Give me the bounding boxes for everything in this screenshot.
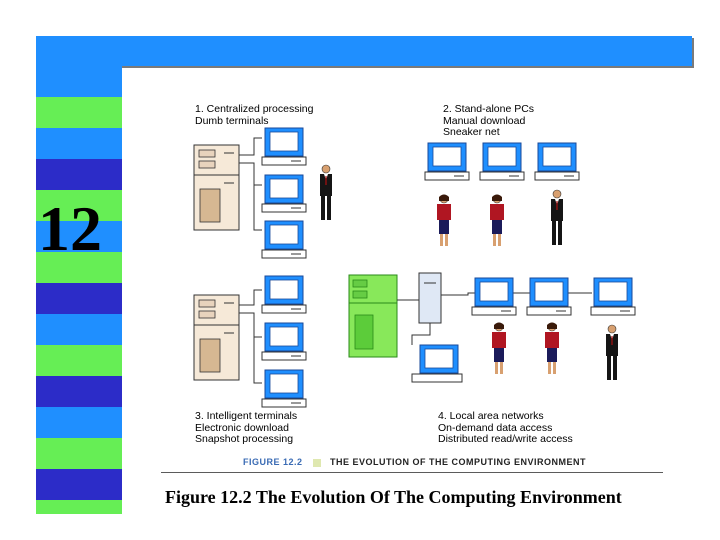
- panel1-line2: Dumb terminals: [195, 114, 269, 127]
- panel3-line2: Electronic download: [195, 421, 289, 434]
- panel1-line1: 1. Centralized processing: [195, 103, 314, 115]
- figure-number-label: FIGURE 12.2: [243, 457, 303, 467]
- panel2-line1: 2. Stand-alone PCs: [443, 103, 535, 115]
- panel3-line3: Snapshot processing: [195, 433, 294, 445]
- panel4-line1: 4. Local area networks: [438, 410, 544, 422]
- panel3-line1: 3. Intelligent terminals: [195, 410, 298, 422]
- panel2-label: 2. Stand-alone PCs Manual download Sneak…: [443, 103, 535, 139]
- panel4-line2: On-demand data access: [438, 421, 553, 434]
- slide-side-stripes: [36, 66, 122, 514]
- slide-caption: Figure 12.2 The Evolution Of The Computi…: [165, 487, 622, 507]
- computing-evolution-illustration: [193, 127, 636, 408]
- panel4-line3: Distributed read/write access: [438, 433, 573, 445]
- panel3-label: 3. Intelligent terminals Electronic down…: [195, 410, 298, 446]
- panel2-line2: Manual download: [443, 114, 526, 127]
- figure-label-divider-box: [313, 459, 321, 467]
- figure-rule: [161, 472, 663, 473]
- panel2-line3: Sneaker net: [443, 126, 500, 138]
- figure-title-label: THE EVOLUTION OF THE COMPUTING ENVIRONME…: [330, 457, 587, 467]
- panel4-label: 4. Local area networks On-demand data ac…: [438, 410, 573, 446]
- panel1-label: 1. Centralized processing Dumb terminals: [195, 103, 314, 127]
- chapter-number: 12: [38, 193, 102, 264]
- slide-top-bar: [36, 36, 692, 66]
